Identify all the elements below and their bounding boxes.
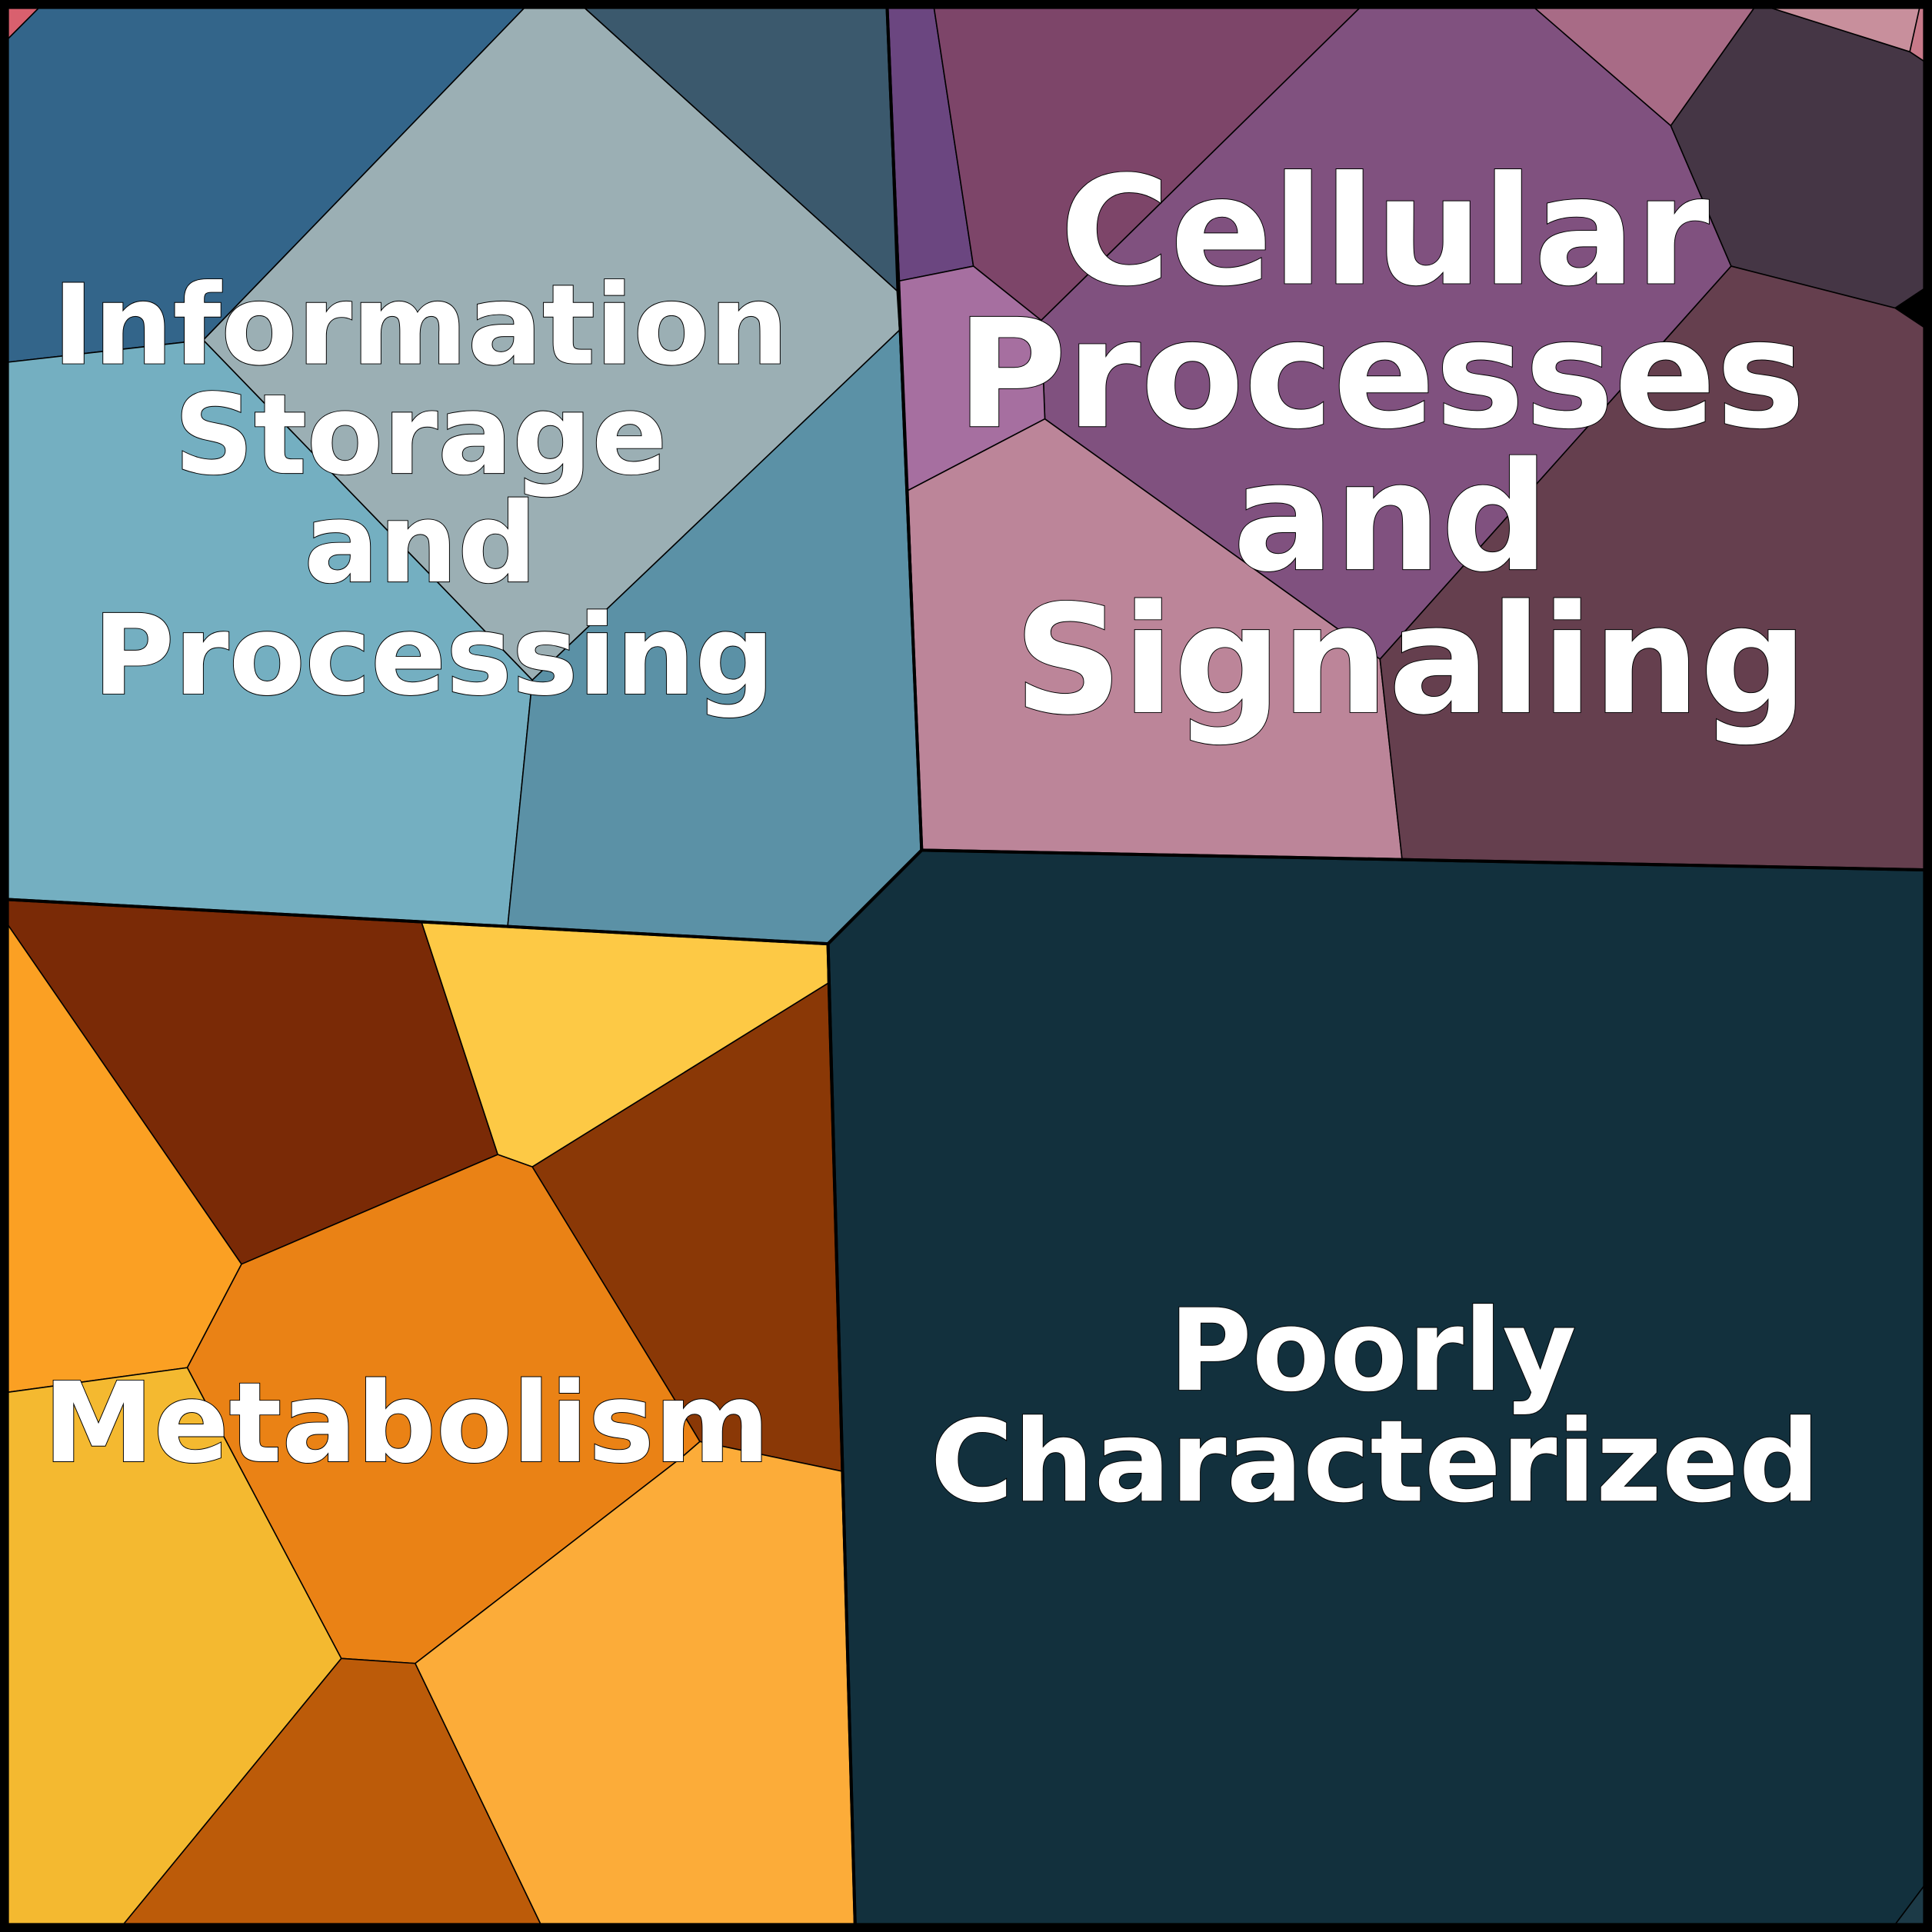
label-information-storage: Information Storage and Processing: [52, 261, 827, 721]
label-metabolism: Metabolism: [43, 1359, 770, 1488]
label-cellular-processes: Cellular Processes and Signaling: [957, 145, 1858, 748]
label-poorly-characterized: Poorly Characterized: [930, 1284, 1820, 1527]
